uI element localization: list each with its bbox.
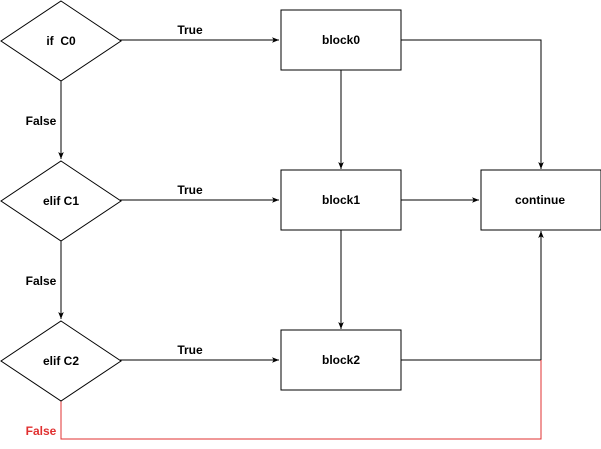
decision-c2-label: elif C2	[43, 354, 79, 368]
edge-label-c2-false: False	[26, 424, 57, 438]
edge-label-c0-true: True	[177, 23, 203, 37]
edge-label-c0-false: False	[26, 114, 57, 128]
decision-c2: elif C2	[0, 320, 122, 402]
edge-c2-false	[60, 360, 542, 440]
block2-shape	[280, 329, 402, 391]
decision-c2-shape	[0, 320, 122, 402]
continue-block-label: continue	[515, 193, 565, 207]
decision-c0-label: if C0	[46, 34, 76, 48]
edge-block0-continue	[401, 39, 544, 169]
continue-block-shape	[480, 169, 601, 231]
block0-shape	[280, 9, 402, 71]
edge-block2-continue	[401, 231, 544, 361]
block2-label: block2	[322, 353, 360, 367]
block2: block2	[280, 329, 402, 391]
decision-c0-shape	[0, 0, 122, 82]
decision-c1-label: elif C1	[43, 194, 79, 208]
block0-label: block0	[322, 33, 360, 47]
decision-c1-shape	[0, 160, 122, 242]
block1-label: block1	[322, 193, 360, 207]
block0: block0	[280, 9, 402, 71]
edge-label-c1-false: False	[26, 274, 57, 288]
edge-label-c1-true: True	[177, 183, 203, 197]
edge-label-c2-true: True	[177, 343, 203, 357]
decision-c0: if C0	[0, 0, 122, 82]
decision-c1: elif C1	[0, 160, 122, 242]
block1-shape	[280, 169, 402, 231]
edges	[58, 37, 544, 440]
continue-block: continue	[480, 169, 601, 231]
block1: block1	[280, 169, 402, 231]
